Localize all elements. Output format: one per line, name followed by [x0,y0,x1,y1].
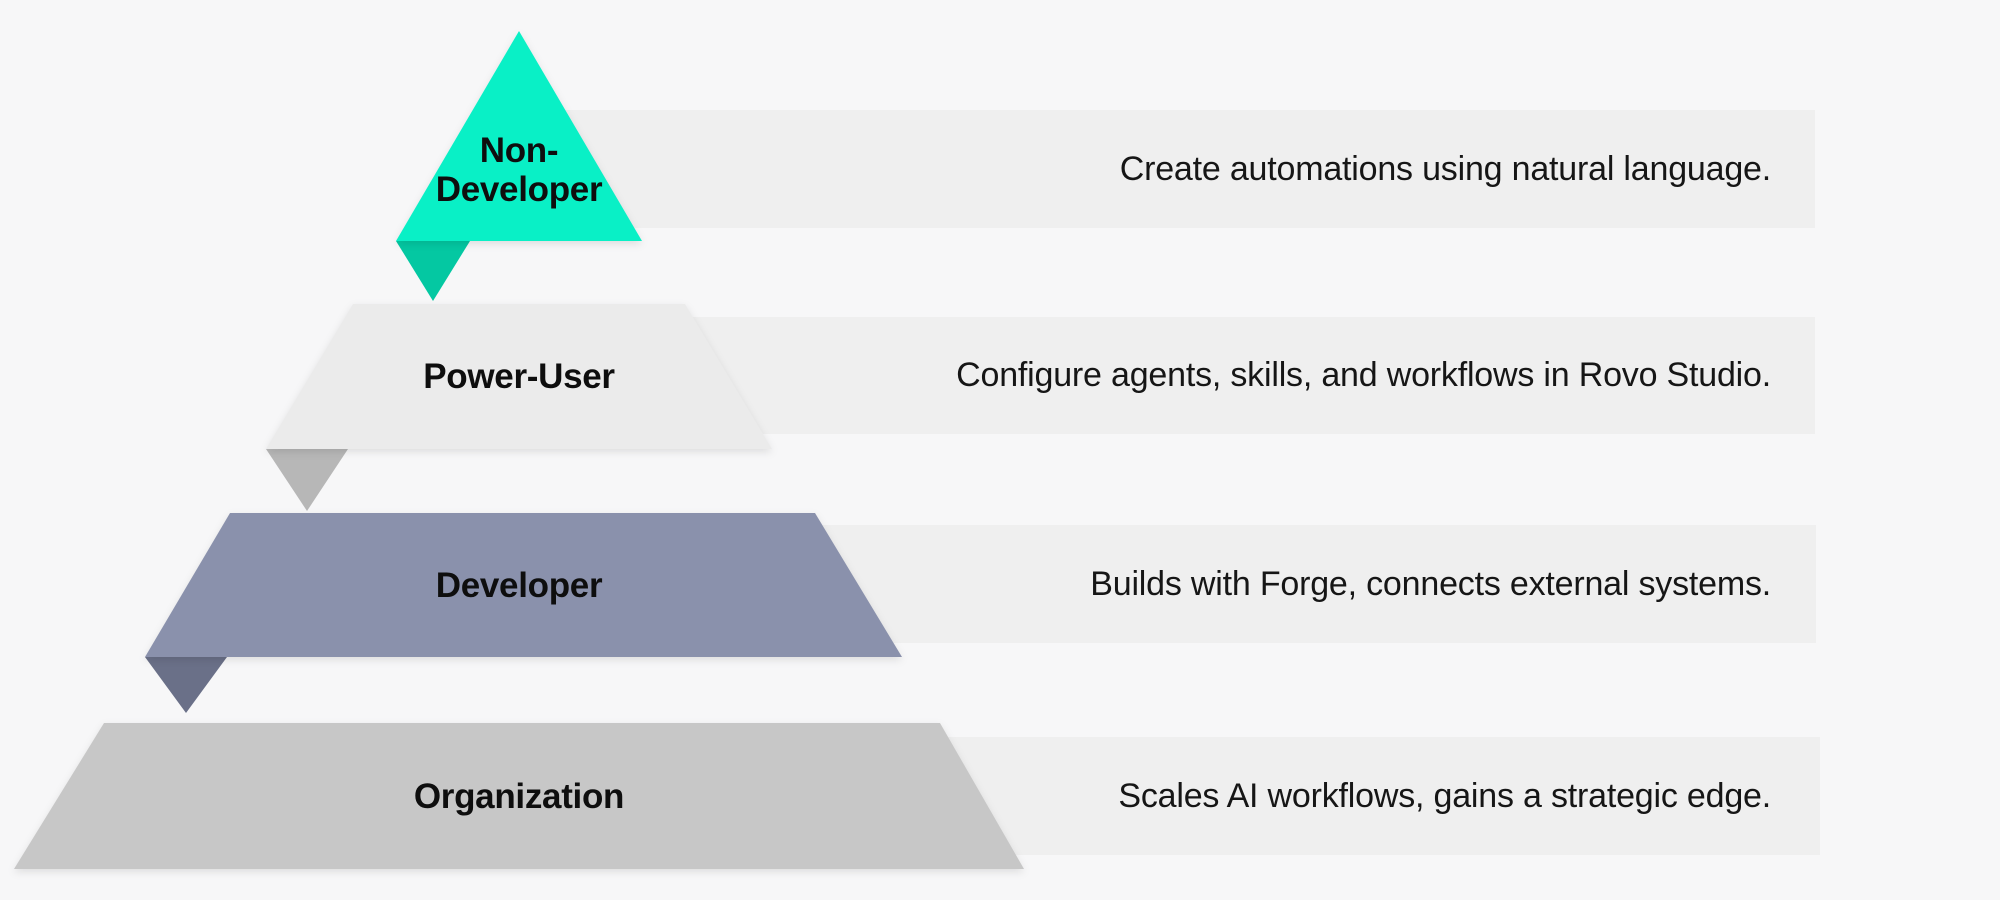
level-shape-power-user [266,304,772,449]
level-shape-developer [145,513,902,657]
fold-arrow-developer [145,657,227,713]
fold-arrow-non-developer [396,241,470,301]
level-shape-organization [14,723,1024,869]
fold-arrow-power-user [266,449,348,511]
description-band-non-developer [519,110,1815,228]
level-shape-non-developer [396,31,642,241]
